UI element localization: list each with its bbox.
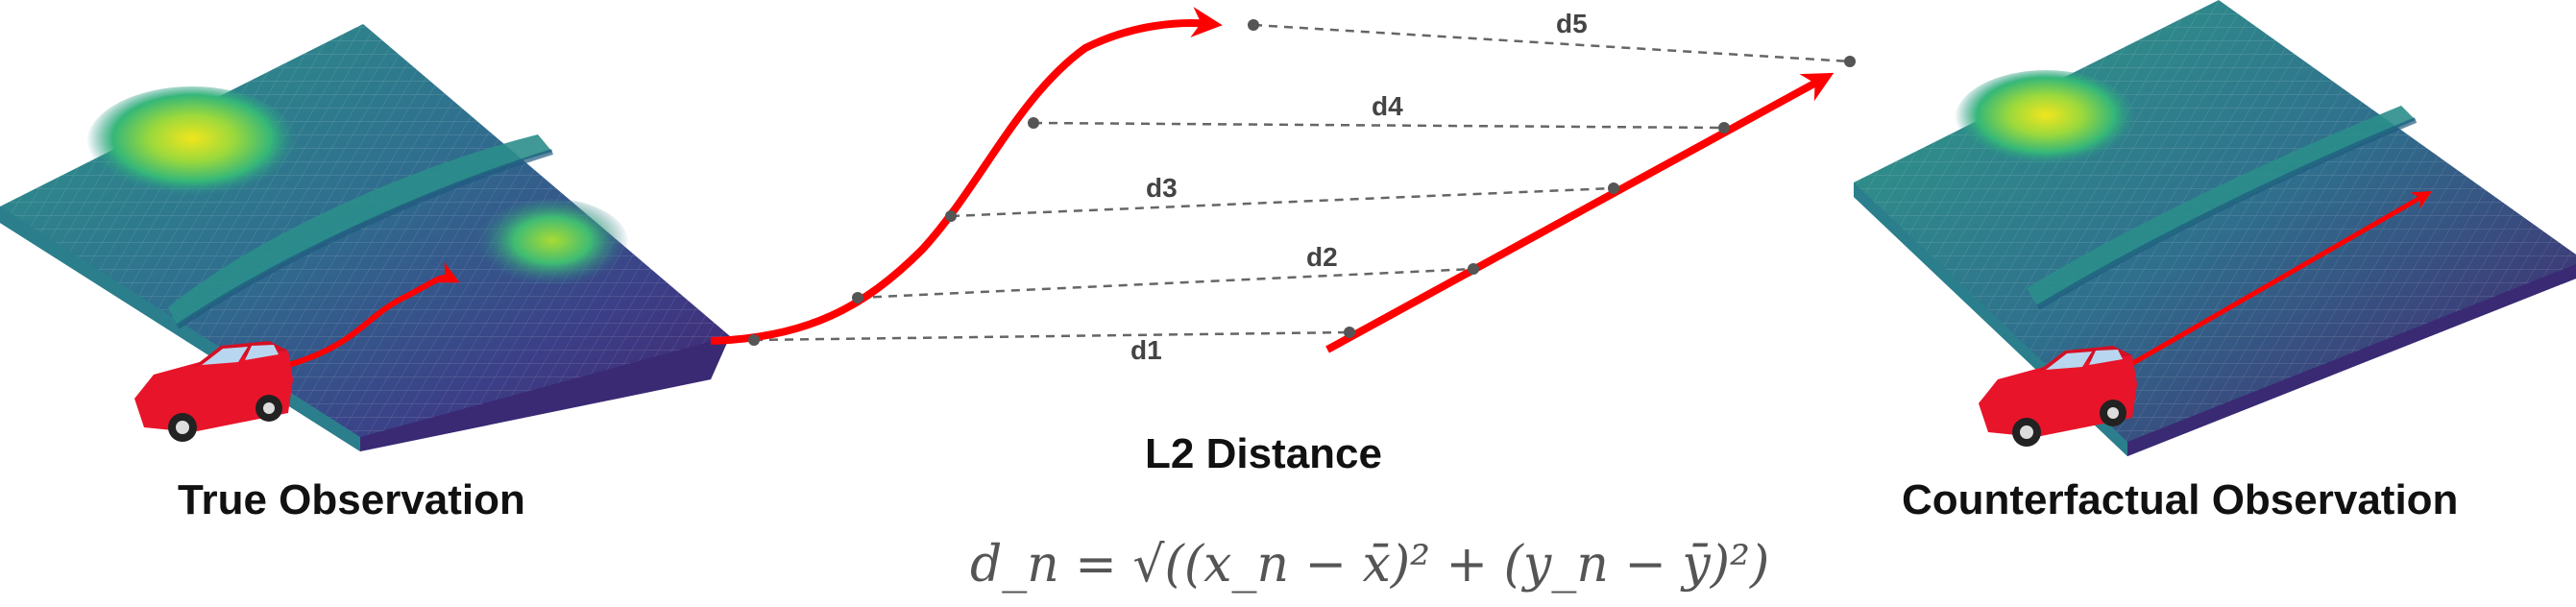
distance-line-d1 bbox=[753, 330, 1350, 342]
l2-distance-panel: d1 d2 d3 d4 d5 d_n = √((x_n − x̄)² + (y_… bbox=[710, 7, 1856, 594]
distance-label-d2: d2 bbox=[1306, 242, 1338, 272]
sample-points bbox=[748, 19, 1856, 346]
left-trajectory-arrow bbox=[287, 261, 460, 368]
distance-line-d3 bbox=[950, 186, 1615, 218]
counterfactual-observation-caption: Counterfactual Observation bbox=[1902, 476, 2459, 523]
true-observation-caption: True Observation bbox=[178, 476, 525, 523]
red-car-icon bbox=[1979, 346, 2137, 447]
distance-label-d5: d5 bbox=[1556, 9, 1588, 38]
left-surface bbox=[0, 24, 730, 451]
distance-line-d4 bbox=[1033, 121, 1725, 130]
distance-label-d4: d4 bbox=[1372, 91, 1403, 121]
counterfactual-trajectory-line bbox=[1325, 72, 1835, 353]
true-observation-panel bbox=[0, 24, 730, 451]
l2-distance-caption: L2 Distance bbox=[1145, 430, 1382, 477]
distance-label-d3: d3 bbox=[1146, 173, 1178, 203]
distance-label-d1: d1 bbox=[1130, 335, 1162, 365]
distance-line-d2 bbox=[857, 267, 1474, 300]
l2-formula: d_n = √((x_n − x̄)² + (y_n − ȳ)²) bbox=[970, 536, 1769, 594]
red-car-icon bbox=[134, 341, 293, 442]
distance-line-d5 bbox=[1252, 23, 1851, 63]
right-trajectory-arrow bbox=[2111, 191, 2432, 377]
right-surface bbox=[1854, 0, 2576, 456]
true-trajectory-curve bbox=[710, 7, 1223, 345]
distance-lines bbox=[753, 23, 1851, 342]
counterfactual-observation-panel bbox=[1854, 0, 2576, 456]
